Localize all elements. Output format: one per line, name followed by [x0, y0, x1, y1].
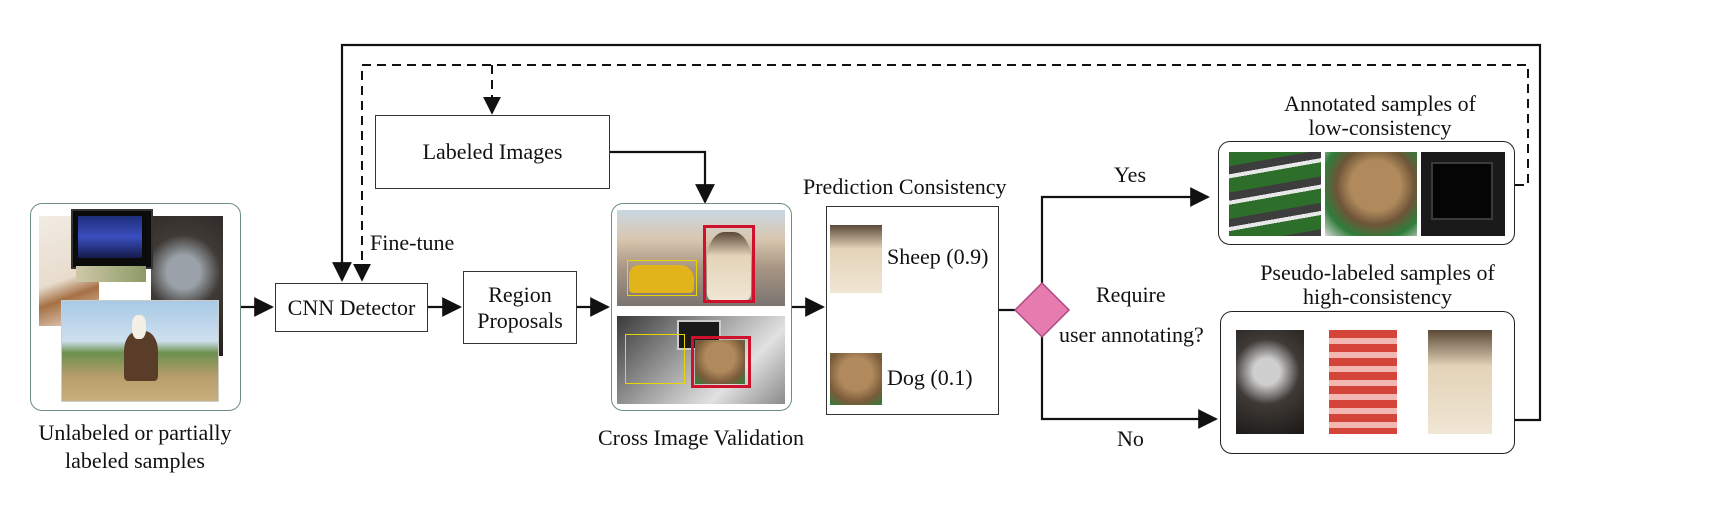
image-cat-crop	[1236, 330, 1304, 434]
image-sheep-crop-2	[1428, 330, 1492, 434]
annotated-samples-panel	[1218, 141, 1515, 245]
cross-image-validation-label: Cross Image Validation	[597, 425, 805, 450]
inputs-caption-line1: Unlabeled or partially	[38, 420, 232, 445]
cnn-detector-label: CNN Detector	[287, 294, 416, 320]
labeled-images-label: Labeled Images	[422, 139, 563, 164]
decision-diamond	[1013, 281, 1071, 339]
image-sheep-crop	[830, 225, 882, 293]
arrow-labeled-to-validation	[609, 150, 715, 204]
fine-tune-label: Fine-tune	[370, 230, 455, 255]
image-dog-crop	[830, 353, 882, 405]
feedback-loop-dashed	[353, 64, 1529, 282]
prediction-consistency-box: Sheep (0.9) Dog (0.1)	[826, 206, 999, 415]
region-proposals-box: Region Proposals	[463, 271, 577, 344]
prediction-label-sheep: Sheep (0.9)	[887, 244, 989, 269]
arrow-yes-branch	[1040, 187, 1210, 283]
cnn-detector-box: CNN Detector	[275, 283, 428, 332]
region-proposals-label-line1: Region	[488, 281, 552, 307]
proposal-box-cat	[625, 334, 685, 384]
image-monitor	[1421, 152, 1505, 236]
image-red-chair	[1329, 330, 1397, 434]
prediction-label-dog: Dog (0.1)	[887, 365, 973, 390]
pseudo-title-line2: high-consistency	[1302, 284, 1453, 309]
detection-box-sheep	[703, 225, 755, 303]
pseudo-labeled-samples-panel	[1220, 311, 1515, 454]
arrow-no-branch	[1040, 337, 1218, 429]
feedback-loop-solid	[332, 43, 1542, 422]
decision-question-line1: Require	[1096, 282, 1166, 307]
image-cats-dog-gray	[617, 316, 785, 404]
annotated-title-line2: low-consistency	[1308, 115, 1452, 140]
decision-no-label: No	[1117, 426, 1144, 451]
inputs-caption-line2: labeled samples	[65, 448, 205, 473]
image-bench-flowers	[1229, 152, 1321, 236]
prediction-consistency-title: Prediction Consistency	[803, 174, 1007, 199]
annotated-title-line1: Annotated samples of	[1284, 91, 1476, 116]
decision-yes-label: Yes	[1114, 162, 1147, 187]
region-proposals-label-line2: Proposals	[477, 307, 563, 333]
cross-image-validation-panel	[611, 203, 792, 411]
input-images-panel	[30, 203, 241, 411]
image-tv-monitor	[71, 209, 153, 269]
image-horse-rider	[61, 300, 219, 402]
decision-question-line2: user annotating?	[1059, 322, 1204, 347]
pseudo-title-line1: Pseudo-labeled samples of	[1260, 260, 1495, 285]
image-street-sheep	[617, 210, 785, 306]
labeled-images-box: Labeled Images	[375, 115, 610, 189]
image-dog-flowers	[1325, 152, 1417, 236]
image-small-scene	[76, 266, 146, 282]
detection-box-dog	[691, 336, 751, 388]
proposal-box-car	[627, 260, 697, 296]
